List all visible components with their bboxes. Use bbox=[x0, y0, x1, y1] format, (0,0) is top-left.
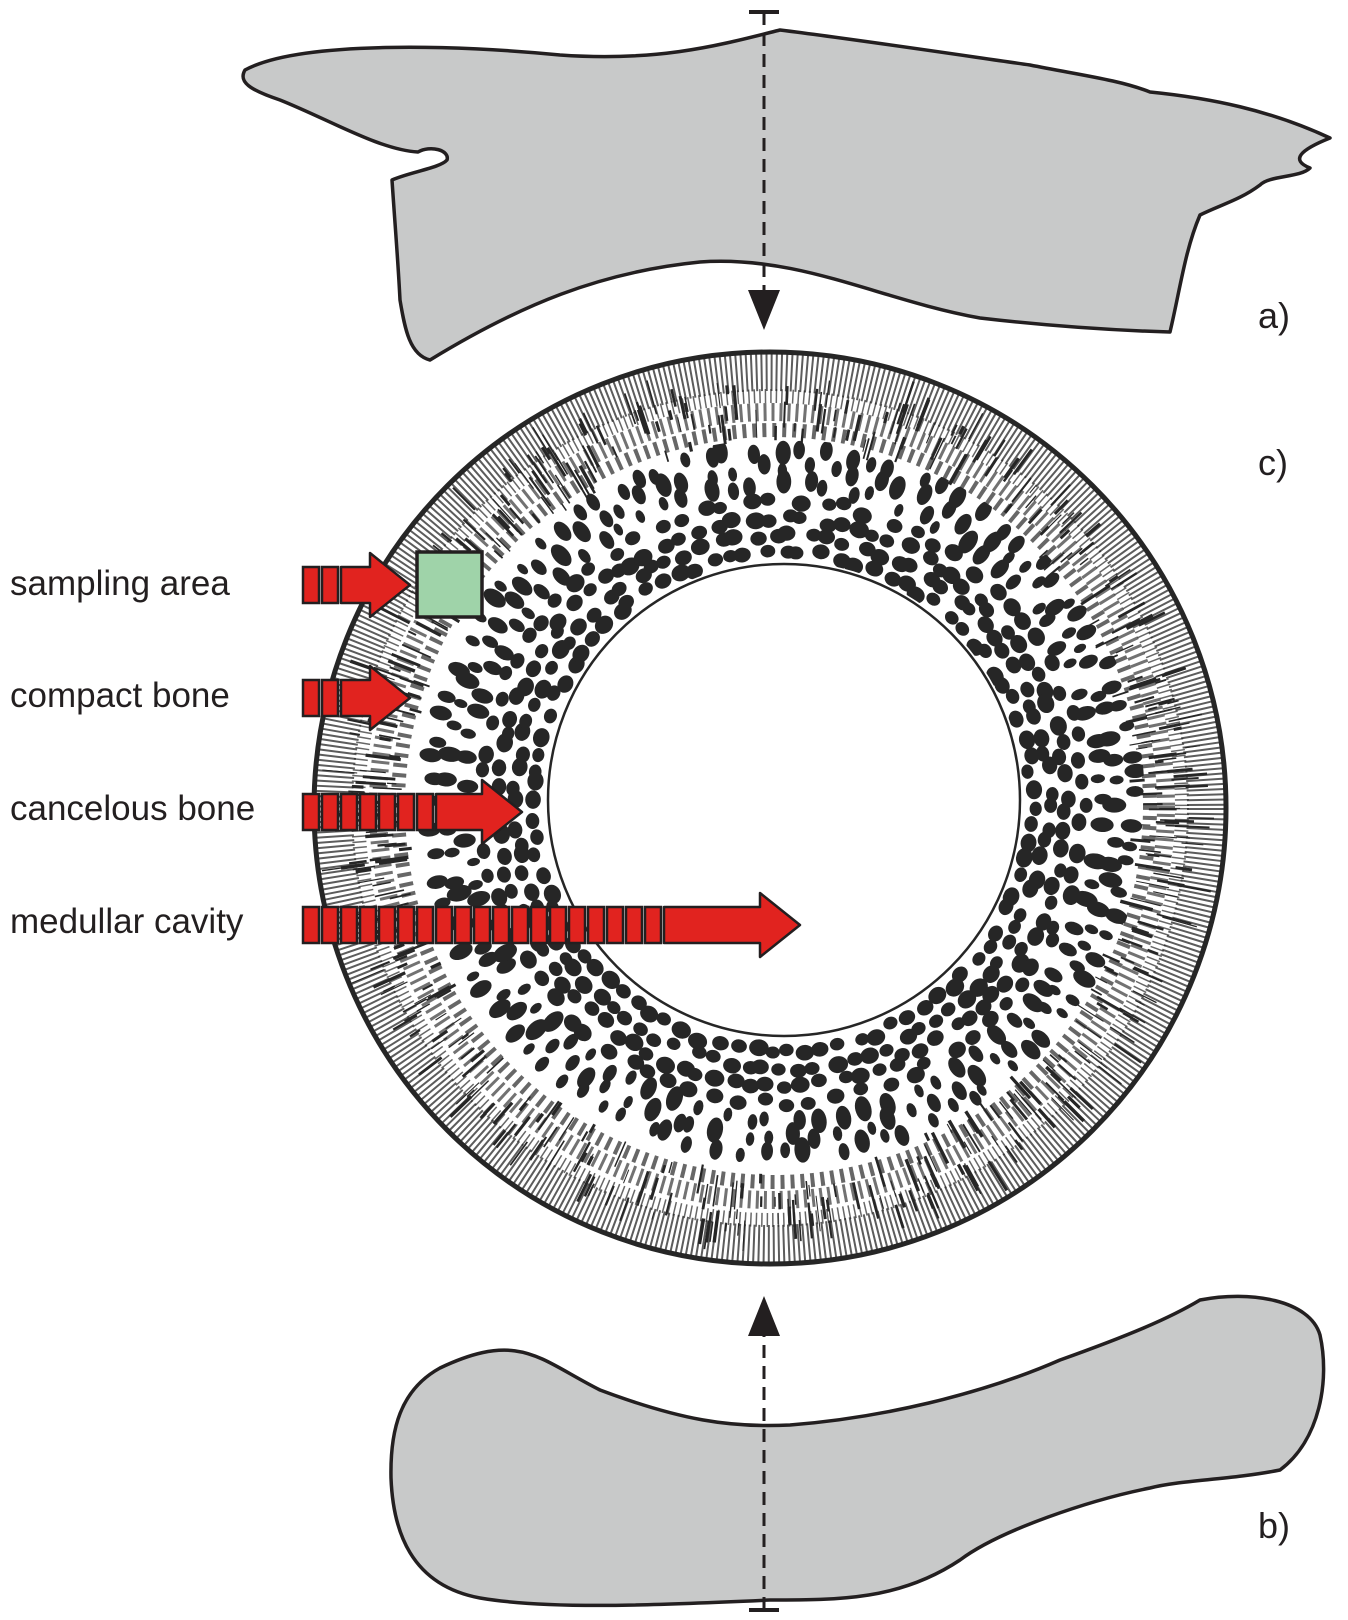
compact-bone-streak bbox=[385, 844, 406, 846]
compact-bone-streak bbox=[1156, 822, 1179, 823]
compact-bone-streak bbox=[812, 1213, 813, 1225]
compact-bone-streak bbox=[725, 1223, 726, 1231]
arrow-segment bbox=[455, 907, 471, 943]
arrow-segment bbox=[303, 680, 319, 716]
panel-label-b: b) bbox=[1258, 1505, 1290, 1546]
compact-bone-streak bbox=[380, 738, 391, 740]
compact-bone-streak bbox=[742, 1183, 743, 1198]
arrow-segment bbox=[341, 794, 357, 830]
compact-bone-streak bbox=[1130, 840, 1150, 842]
arrow-segment bbox=[398, 794, 414, 830]
compact-bone-streak bbox=[1130, 780, 1145, 781]
arrow-segment bbox=[512, 907, 528, 943]
panel-label-a: a) bbox=[1258, 295, 1290, 336]
bone-outline-b bbox=[391, 1296, 1324, 1605]
compact-bone-streak bbox=[1186, 786, 1208, 787]
arrow-segment bbox=[322, 794, 338, 830]
compact-bone-streak bbox=[787, 386, 788, 405]
arrow-segment bbox=[322, 567, 338, 603]
compact-bone-streak bbox=[370, 859, 381, 860]
arrow-segment bbox=[303, 567, 319, 603]
compact-bone-streak bbox=[348, 791, 364, 792]
trabecula-blob bbox=[778, 463, 787, 478]
arrow-segment bbox=[303, 794, 319, 830]
compact-bone-streak bbox=[1189, 818, 1214, 819]
arrow-segment bbox=[360, 907, 376, 943]
compact-bone-streak bbox=[1155, 761, 1163, 762]
arrow-segment bbox=[645, 907, 661, 943]
compact-bone-streak bbox=[737, 1209, 738, 1219]
arrow-segment bbox=[436, 907, 452, 943]
arrow-segment bbox=[569, 907, 585, 943]
arrow-segment bbox=[588, 907, 604, 943]
compact-bone-streak bbox=[703, 1198, 705, 1210]
arrow-segment bbox=[474, 907, 490, 943]
arrow-segment bbox=[417, 794, 433, 830]
label-cancelous-bone: cancelous bone bbox=[10, 789, 255, 828]
compact-bone-streak bbox=[352, 786, 363, 787]
bone-outline-a bbox=[243, 30, 1330, 360]
arrow-segment bbox=[379, 794, 395, 830]
compact-bone-streak bbox=[827, 1200, 829, 1212]
trabecula-blob bbox=[776, 441, 791, 465]
compact-bone-streak bbox=[729, 429, 730, 441]
arrow-segment bbox=[531, 907, 547, 943]
arrow-segment bbox=[550, 907, 566, 943]
arrow-segment bbox=[379, 907, 395, 943]
compact-bone-streak bbox=[356, 869, 371, 871]
arrow-segment bbox=[303, 907, 319, 943]
label-compact-bone: compact bone bbox=[10, 676, 230, 715]
legend-labels: sampling area compact bone cancelous bon… bbox=[10, 564, 255, 941]
compact-bone-streak bbox=[795, 423, 796, 431]
compact-bone-streak bbox=[1148, 855, 1160, 856]
compact-bone-streak bbox=[384, 835, 394, 836]
panel-label-c: c) bbox=[1258, 442, 1288, 483]
bone-longitudinal-a: a) bbox=[243, 30, 1330, 360]
compact-bone-streak bbox=[356, 782, 386, 784]
compact-bone-streak bbox=[727, 385, 728, 394]
arrow-segment bbox=[322, 680, 338, 716]
compact-bone-streak bbox=[399, 848, 412, 849]
bone-longitudinal-b: b) bbox=[391, 1296, 1324, 1605]
compact-bone-streak bbox=[795, 1194, 796, 1204]
medullary-cavity bbox=[548, 564, 1020, 1036]
arrow-segment bbox=[493, 907, 509, 943]
arrow-segment bbox=[341, 907, 357, 943]
compact-bone-streak bbox=[789, 1207, 790, 1226]
compact-bone-streak bbox=[689, 442, 691, 451]
arrow-segment bbox=[398, 907, 414, 943]
sampling-area-square bbox=[417, 552, 482, 617]
compact-bone-streak bbox=[725, 406, 727, 420]
label-medullar-cavity: medullar cavity bbox=[10, 902, 244, 941]
compact-bone-streak bbox=[793, 1200, 795, 1227]
compact-bone-streak bbox=[387, 783, 396, 784]
compact-bone-streak bbox=[365, 835, 386, 836]
arrow-segment bbox=[607, 907, 623, 943]
compact-bone-streak bbox=[1160, 820, 1176, 821]
compact-bone-streak bbox=[709, 425, 710, 434]
arrow-segment bbox=[417, 907, 433, 943]
compact-bone-streak bbox=[1174, 728, 1182, 730]
arrow-segment bbox=[626, 907, 642, 943]
label-sampling-area: sampling area bbox=[10, 564, 230, 603]
trabecula-blob bbox=[777, 1081, 792, 1094]
arrow-segment bbox=[322, 907, 338, 943]
arrow-segment bbox=[360, 794, 376, 830]
compact-bone-streak bbox=[784, 402, 785, 428]
